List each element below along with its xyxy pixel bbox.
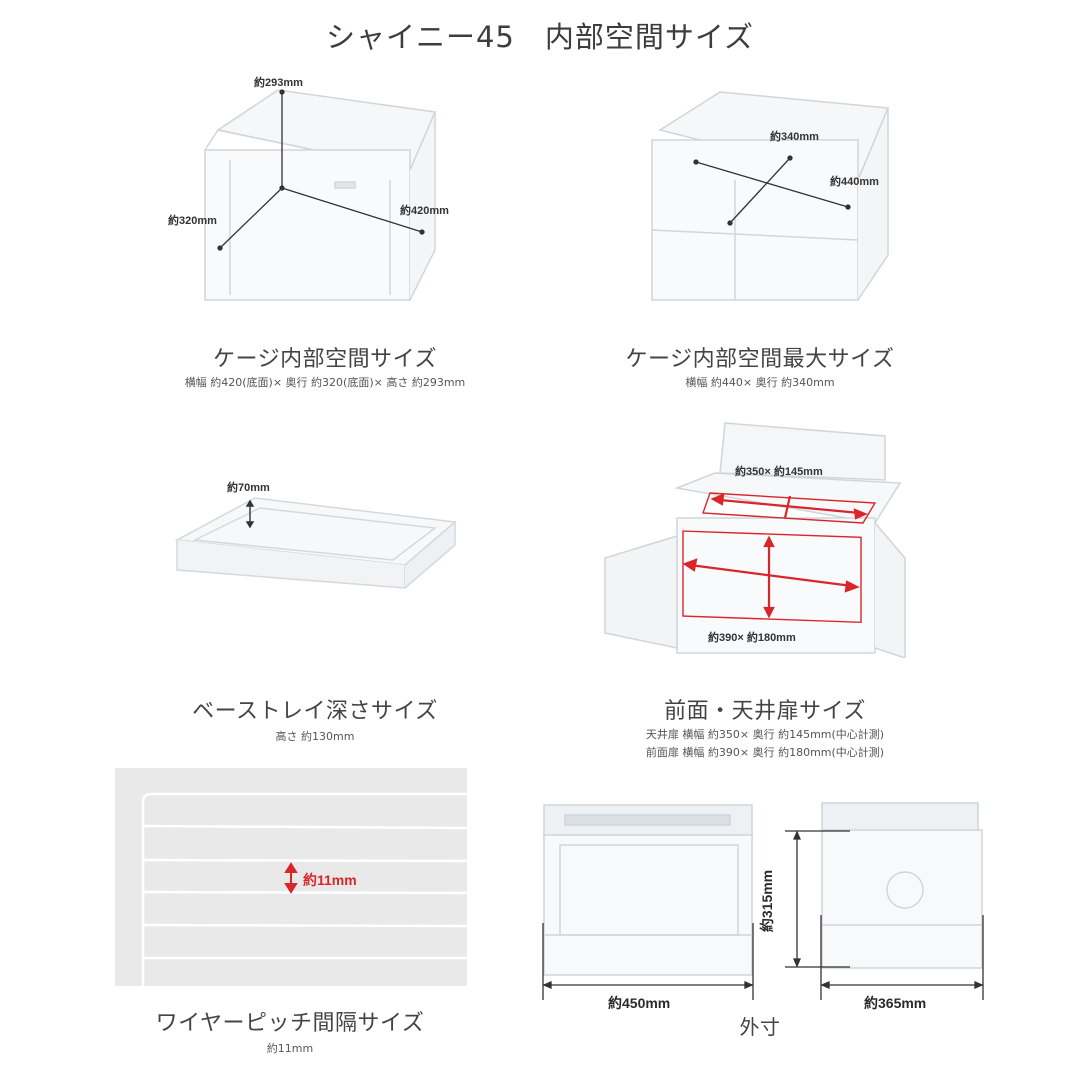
base-tray-title: ベーストレイ深さサイズ [192, 699, 438, 724]
interior-width-label: 約420mm [400, 205, 449, 217]
doors-figure: 約350× 約145mm 約390× 約180mm [595, 418, 915, 658]
exterior-views-illustration [542, 802, 984, 1000]
cage-illustration [204, 89, 437, 301]
cage-open-doors-illustration [604, 422, 906, 658]
interior-size-subtitle: 横幅 約420(底面)× 奥行 約320(底面)× 高さ 約293mm [184, 376, 466, 389]
front-door-label: 約390× 約180mm [708, 632, 796, 644]
doors-subtitle-top: 天井扉 横幅 約350× 奥行 約145mm(中心計測) [645, 728, 885, 741]
interior-max-width-label: 約440mm [830, 176, 879, 188]
exterior-width-label: 約450mm [608, 995, 671, 1011]
exterior-title: 外寸 [739, 1015, 781, 1039]
tray-illustration [174, 497, 457, 589]
wire-pitch-label: 約11mm [303, 872, 357, 888]
wire-pitch-subtitle: 約11mm [266, 1042, 314, 1055]
base-tray-subtitle: 高さ 約130mm [275, 730, 355, 743]
page-title: シャイニー45 内部空間サイズ [325, 20, 755, 54]
interior-max-title: ケージ内部空間最大サイズ [625, 347, 895, 372]
interior-height-label: 約293mm [254, 77, 303, 89]
tray-depth-label: 約70mm [227, 482, 270, 494]
doors-subtitle-front: 前面扉 横幅 約390× 奥行 約180mm(中心計測) [645, 746, 885, 759]
interior-max-subtitle: 横幅 約440× 奥行 約340mm [685, 376, 835, 389]
exterior-depth-label: 約365mm [864, 995, 927, 1011]
wire-mesh-illustration [141, 792, 468, 986]
top-door-label: 約350× 約145mm [735, 466, 823, 478]
interior-depth-label: 約320mm [168, 215, 217, 227]
wire-pitch-title: ワイヤーピッチ間隔サイズ [155, 1011, 425, 1036]
interior-size-title: ケージ内部空間サイズ [213, 347, 437, 372]
wire-pitch-figure: 約11mm [115, 768, 468, 986]
exterior-height-label: 約315mm [759, 869, 776, 933]
doors-title: 前面・天井扉サイズ [664, 699, 866, 724]
exterior-figure: 約450mm 約315mm 約365mm [530, 795, 990, 1011]
cage-illustration [651, 91, 890, 301]
interior-max-depth-label: 約340mm [770, 131, 819, 143]
interior-max-figure: 約340mm 約440mm [630, 70, 930, 320]
interior-size-figure: 約293mm 約320mm 約420mm [160, 70, 460, 320]
base-tray-figure: 約70mm [165, 470, 465, 590]
